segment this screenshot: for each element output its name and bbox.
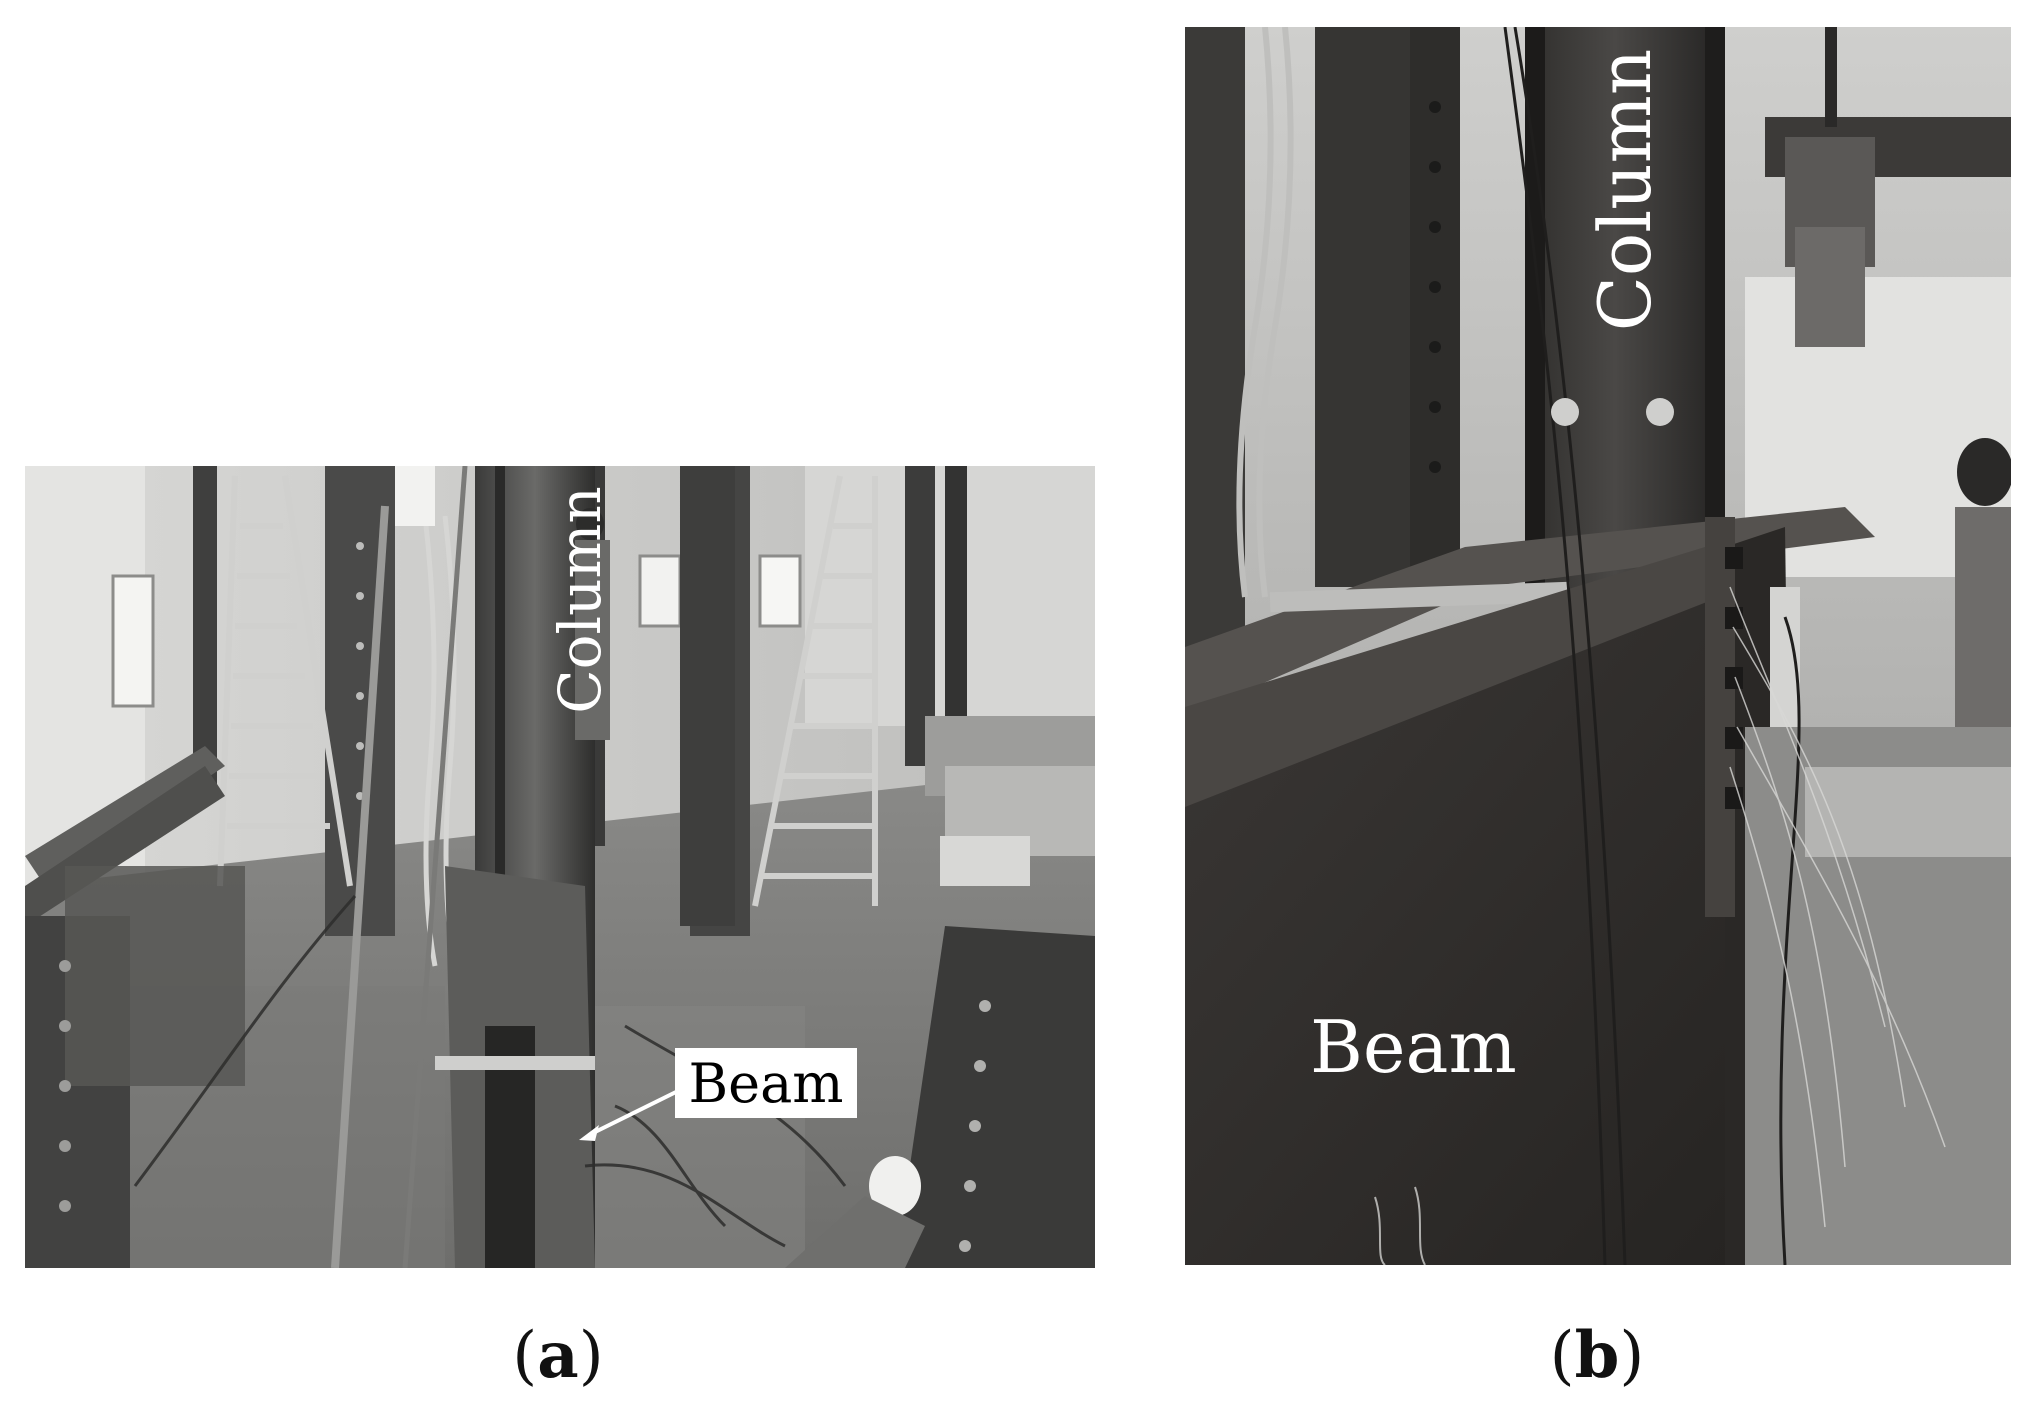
caption-b-close: ) <box>1619 1319 1645 1393</box>
caption-a-close: ) <box>578 1319 604 1393</box>
photo-a-beam-label-box: Beam <box>675 1048 857 1118</box>
photo-a-column-label: Column <box>530 480 630 720</box>
caption-a-letter: a <box>537 1318 579 1393</box>
caption-b-open: ( <box>1549 1319 1575 1393</box>
photo-a-beam-arrow <box>579 1088 681 1141</box>
caption-b-letter: b <box>1574 1318 1620 1393</box>
caption-b: (b) <box>1497 1318 1697 1393</box>
caption-a: (a) <box>458 1318 658 1393</box>
photo-b-beam-label: Beam <box>1310 1005 1517 1089</box>
photo-b-column-label: Column <box>1570 30 1680 350</box>
photo-b-column-text: Column <box>1583 48 1667 332</box>
photo-a-beam-text: Beam <box>688 1051 844 1115</box>
photo-a-lab-overview <box>25 466 1095 1268</box>
photo-b-joint-closeup <box>1185 27 2011 1265</box>
photo-a-column-text: Column <box>546 486 614 714</box>
photo-b-scene <box>1185 27 2011 1265</box>
caption-a-open: ( <box>512 1319 538 1393</box>
photo-a-scene <box>25 466 1095 1268</box>
